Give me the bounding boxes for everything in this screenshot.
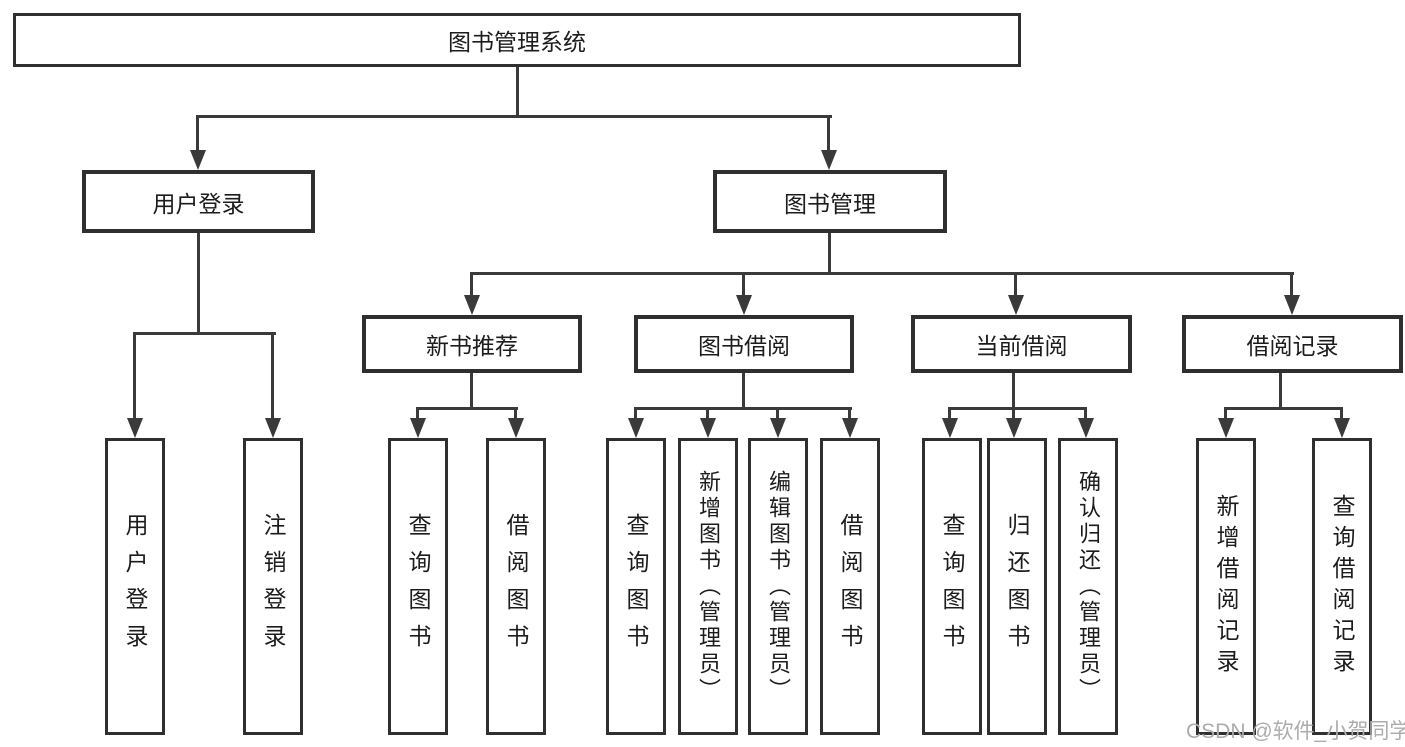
connector-borrowing-stem <box>742 373 745 410</box>
leaf-query-books-borrowing: 查询图书 <box>606 438 666 735</box>
leaf-label: 查询借阅记录 <box>1329 493 1355 680</box>
leaf-label: 查询图书 <box>623 512 649 661</box>
node-book-borrowing: 图书借阅 <box>634 315 854 373</box>
arrow-down-icon <box>842 418 858 438</box>
leaf-label: 新增图书（管理员） <box>696 469 721 704</box>
node-label: 图书管理系统 <box>448 29 586 55</box>
connector-user-login-stem <box>197 233 200 335</box>
connector-to-branch <box>1290 272 1293 295</box>
leaf-label: 查询图书 <box>405 512 431 661</box>
connector-to-branch <box>742 272 745 295</box>
connector-to-book-management <box>827 115 830 152</box>
leaf-return-books: 归还图书 <box>987 438 1047 735</box>
leaf-label: 用户登录 <box>122 512 148 661</box>
connector-to-branch <box>1014 272 1017 295</box>
arrow-down-icon <box>508 418 524 438</box>
node-label: 当前借阅 <box>975 333 1068 359</box>
leaf-query-books-recommend: 查询图书 <box>388 438 448 735</box>
arrow-down-icon <box>1334 418 1350 438</box>
leaf-label: 归还图书 <box>1004 512 1030 661</box>
leaf-borrow-books-recommend: 借阅图书 <box>486 438 546 735</box>
arrow-down-icon <box>265 418 281 438</box>
arrow-down-icon <box>190 150 206 170</box>
leaf-edit-books-admin: 编辑图书（管理员） <box>748 438 808 735</box>
node-current-borrowing: 当前借阅 <box>911 315 1132 373</box>
connector-to-leaf <box>948 407 951 418</box>
arrow-down-icon <box>628 418 644 438</box>
connector-book-management-stem <box>828 233 831 275</box>
leaf-confirm-return-admin: 确认归还（管理员） <box>1058 438 1118 735</box>
arrow-down-icon <box>736 295 752 315</box>
leaf-label: 借阅图书 <box>503 512 529 661</box>
arrow-down-icon <box>942 418 958 438</box>
arrow-down-icon <box>821 150 837 170</box>
arrow-down-icon <box>1218 418 1234 438</box>
leaf-borrow-books-borrowing: 借阅图书 <box>820 438 880 735</box>
leaf-label: 确认归还（管理员） <box>1076 469 1101 704</box>
connector-book-management-bus <box>470 272 1294 275</box>
connector-user-login-bus <box>133 332 276 335</box>
connector-to-leaf <box>271 332 274 418</box>
connector-to-user-login <box>196 115 199 152</box>
connector-to-leaf <box>1224 407 1227 418</box>
connector-to-leaf <box>416 407 419 418</box>
connector-to-leaf <box>848 407 851 418</box>
leaf-label: 查询图书 <box>939 512 965 661</box>
connector-to-leaf <box>1340 407 1343 418</box>
leaf-label: 借阅图书 <box>837 512 863 661</box>
connector-to-leaf <box>776 407 779 418</box>
leaf-user-login: 用户登录 <box>105 438 165 735</box>
arrow-down-icon <box>464 295 480 315</box>
connector-records-bus <box>1224 407 1343 410</box>
leaf-query-borrow-record: 查询借阅记录 <box>1312 438 1372 735</box>
connector-root-bus <box>196 115 832 118</box>
leaf-logout: 注销登录 <box>243 438 303 735</box>
arrow-down-icon <box>127 418 143 438</box>
arrow-down-icon <box>1006 418 1022 438</box>
connector-recommend-bus <box>416 407 518 410</box>
leaf-add-borrow-record: 新增借阅记录 <box>1196 438 1256 735</box>
connector-current-stem <box>1012 373 1015 410</box>
arrow-down-icon <box>700 418 716 438</box>
node-root-library-system: 图书管理系统 <box>13 13 1021 67</box>
arrow-down-icon <box>1284 295 1300 315</box>
leaf-label: 注销登录 <box>260 512 286 661</box>
node-label: 图书借阅 <box>698 333 790 359</box>
node-book-management: 图书管理 <box>713 170 947 233</box>
leaf-label: 编辑图书（管理员） <box>766 469 791 704</box>
node-label: 用户登录 <box>152 190 245 217</box>
node-new-book-recommendation: 新书推荐 <box>362 315 582 373</box>
arrow-down-icon <box>770 418 786 438</box>
connector-to-leaf <box>514 407 517 418</box>
node-label: 新书推荐 <box>426 333 518 359</box>
connector-to-leaf <box>1012 407 1015 418</box>
node-label: 借阅记录 <box>1246 333 1339 359</box>
connector-recommend-stem <box>470 373 473 410</box>
watermark: CSDN @软件_小贺同学 <box>1186 720 1405 743</box>
connector-records-stem <box>1279 373 1282 410</box>
connector-to-leaf <box>706 407 709 418</box>
connector-borrowing-bus <box>634 407 852 410</box>
connector-to-leaf <box>133 332 136 418</box>
leaf-add-books-admin: 新增图书（管理员） <box>678 438 738 735</box>
connector-to-leaf <box>1084 407 1087 418</box>
connector-to-branch <box>470 272 473 295</box>
arrow-down-icon <box>410 418 426 438</box>
node-user-login: 用户登录 <box>82 170 315 233</box>
connector-current-bus <box>948 407 1086 410</box>
node-label: 图书管理 <box>784 190 876 217</box>
connector-to-leaf <box>634 407 637 418</box>
leaf-query-books-current: 查询图书 <box>922 438 982 735</box>
leaf-label: 新增借阅记录 <box>1213 493 1239 680</box>
connector-root-stem <box>516 67 519 117</box>
arrow-down-icon <box>1078 418 1094 438</box>
node-borrowing-records: 借阅记录 <box>1182 315 1403 373</box>
arrow-down-icon <box>1008 295 1024 315</box>
